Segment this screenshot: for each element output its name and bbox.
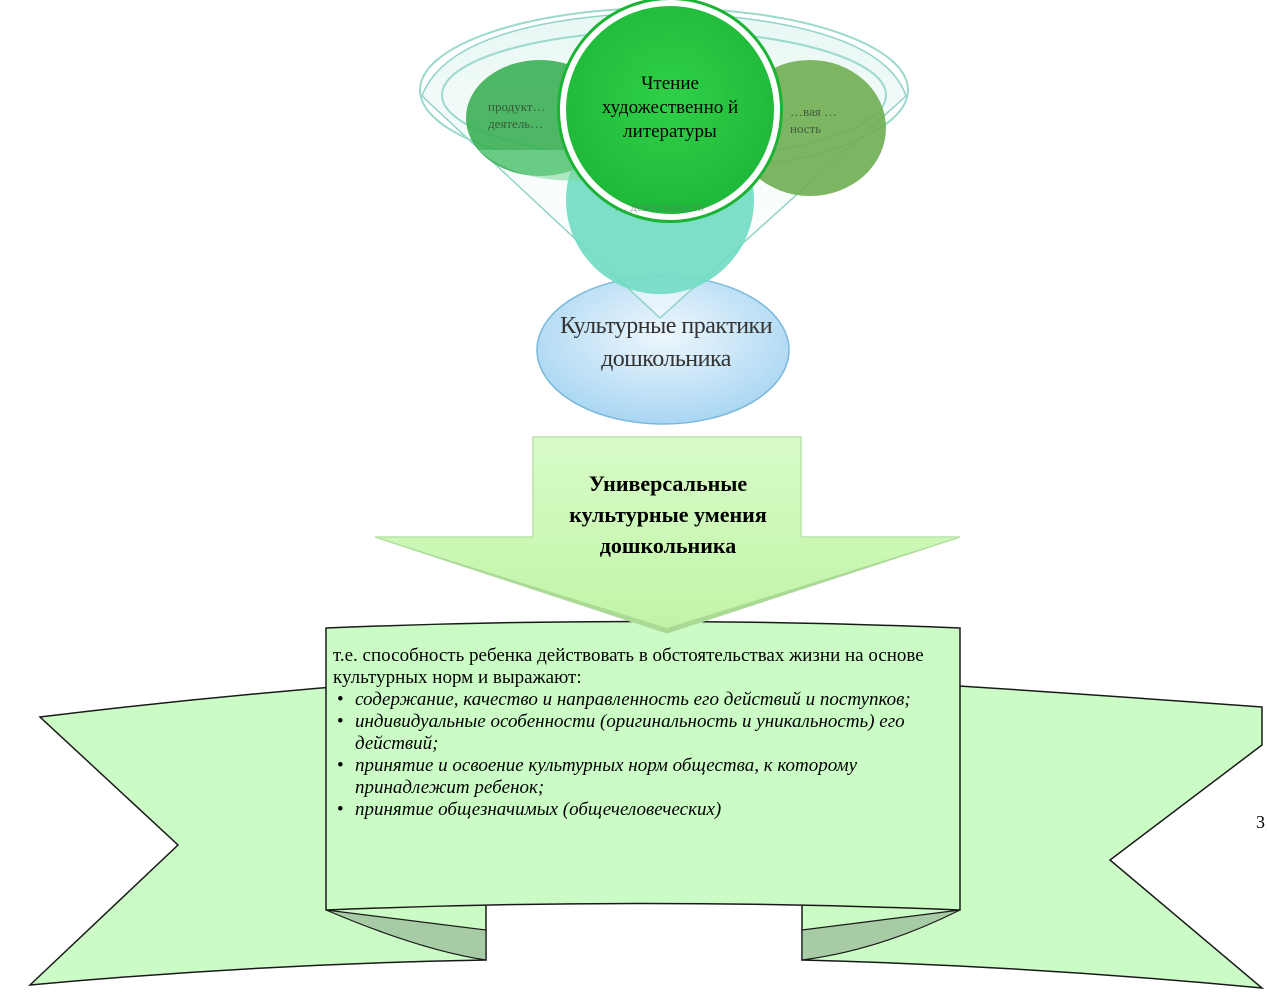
base-ellipse-label: Культурные практики дошкольника <box>559 313 773 372</box>
left-circle-shade <box>478 150 590 181</box>
arrow-label: Универсальные культурные умения дошкольн… <box>569 471 767 558</box>
ribbon-bullet: принятие и освоение культурных норм обще… <box>333 755 955 799</box>
ribbon-bullet: индивидуальные особенности (оригинальнос… <box>333 711 955 755</box>
left-circle-label: продукт… деятель… <box>488 99 546 131</box>
ribbon-text: т.е. способность ребенка действовать в о… <box>333 645 955 821</box>
right-circle-label: …вая …ность <box>790 104 837 136</box>
ribbon-intro: т.е. способность ребенка действовать в о… <box>333 645 924 688</box>
ribbon-bullets: содержание, качество и направленность ег… <box>333 689 955 821</box>
ribbon-bullet: содержание, качество и направленность ег… <box>333 689 955 711</box>
ribbon-left-fold <box>325 909 487 961</box>
page-number: 3 <box>1256 812 1265 832</box>
bottom-circle-label: … деятельность <box>614 199 704 214</box>
center-circle-label: Чтение художественно й литературы <box>601 73 739 142</box>
ribbon-bullet: принятие общезначимых (общечеловеческих) <box>333 799 955 821</box>
center-circle-inner <box>560 0 780 220</box>
ribbon-right-fold <box>801 909 961 961</box>
